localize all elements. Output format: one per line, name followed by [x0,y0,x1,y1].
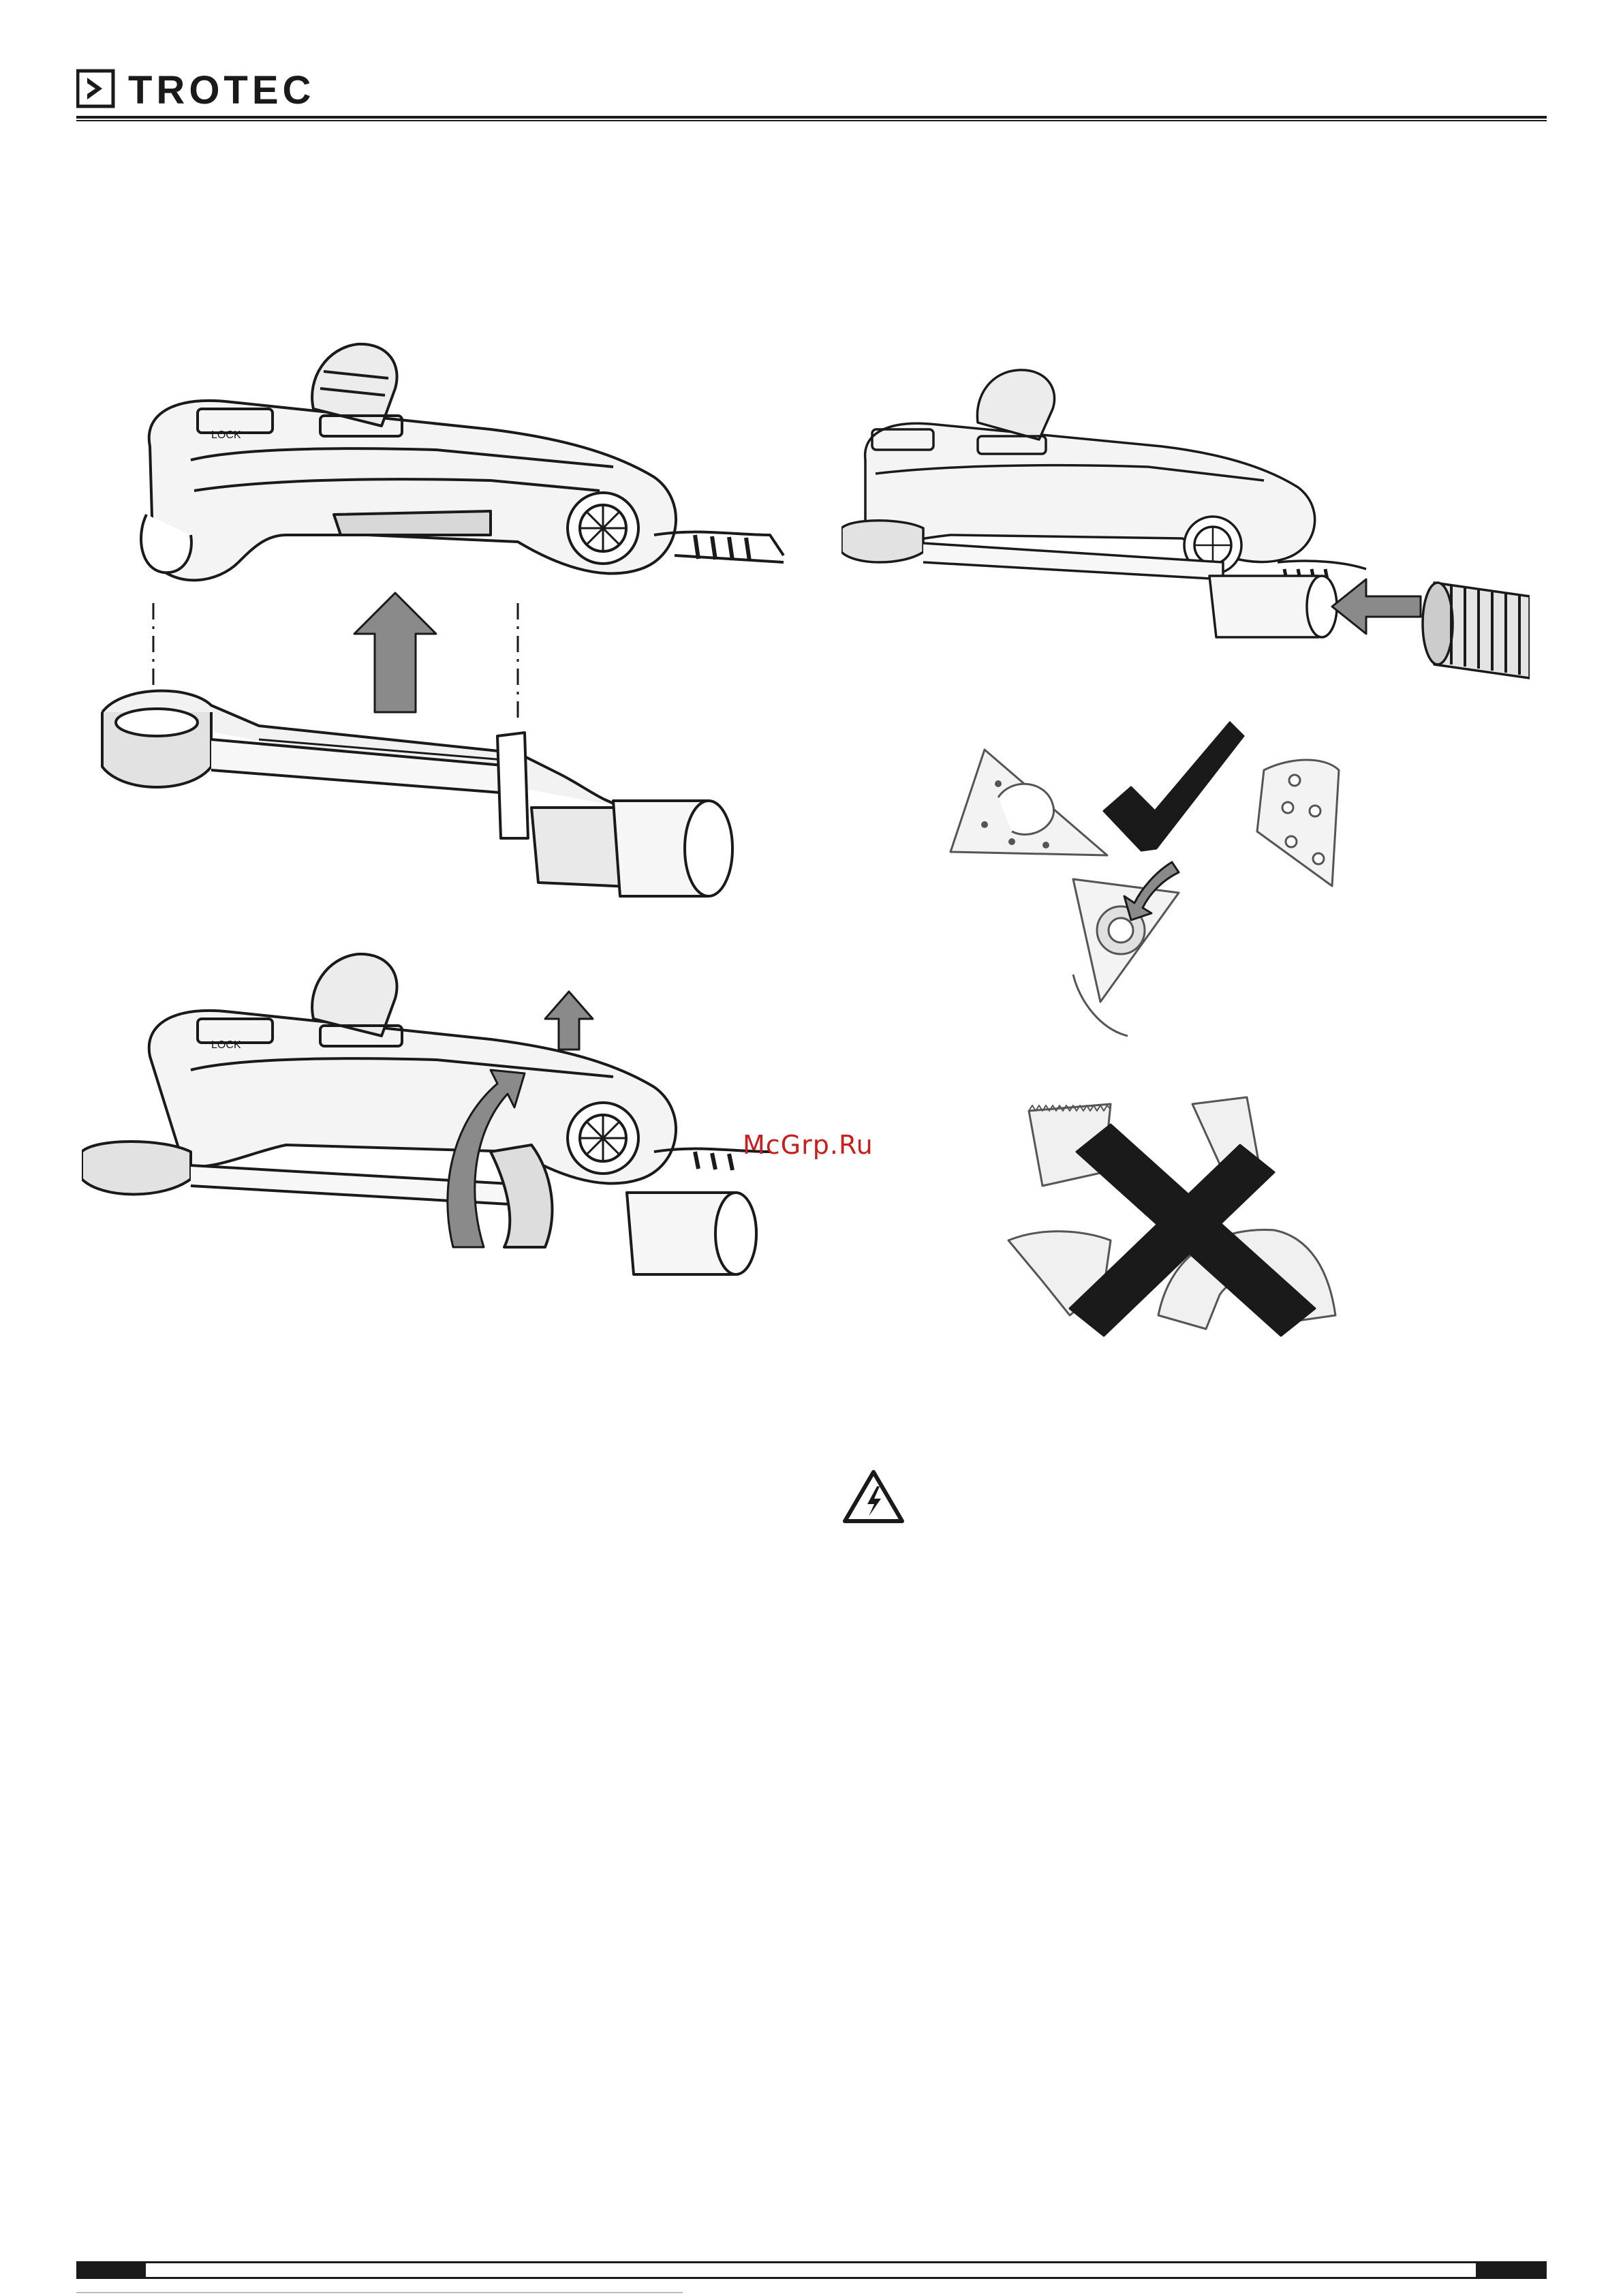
arrow-left-icon [1332,579,1421,634]
multitool-illustration [841,370,1366,637]
figure-correct-accessory [937,716,1400,1043]
footer-tab-left [76,2261,146,2279]
header-rule [76,116,1547,121]
bottom-line [76,2292,683,2293]
arrow-up-icon [354,593,436,712]
tool-label-lock: LOCK [211,429,241,441]
chevron-right-icon [87,78,102,100]
watermark: McGrp.Ru [743,1130,874,1160]
figure-vacuum-connection [841,365,1530,685]
footer-tab-right [1476,2261,1547,2279]
figure-clamp-adapter: LOCK [82,947,787,1295]
checkmark-icon [1104,722,1243,851]
arrow-up-small-icon [545,992,593,1050]
vacuum-hose-illustration [1423,583,1530,678]
trotec-logo: TROTEC [76,68,410,109]
dust-adapter-illustration [102,691,732,896]
figure-wrong-accessory [1002,1090,1390,1363]
brand-name: TROTEC [128,68,315,109]
multitool-illustration: LOCK [141,344,784,580]
figure-attach-adapter: LOCK [82,331,787,930]
high-voltage-warning-icon [841,1469,906,1525]
footer-bar [76,2261,1547,2279]
tool-label-lock: LOCK [211,1039,241,1051]
multitool-illustration: LOCK [82,954,770,1274]
